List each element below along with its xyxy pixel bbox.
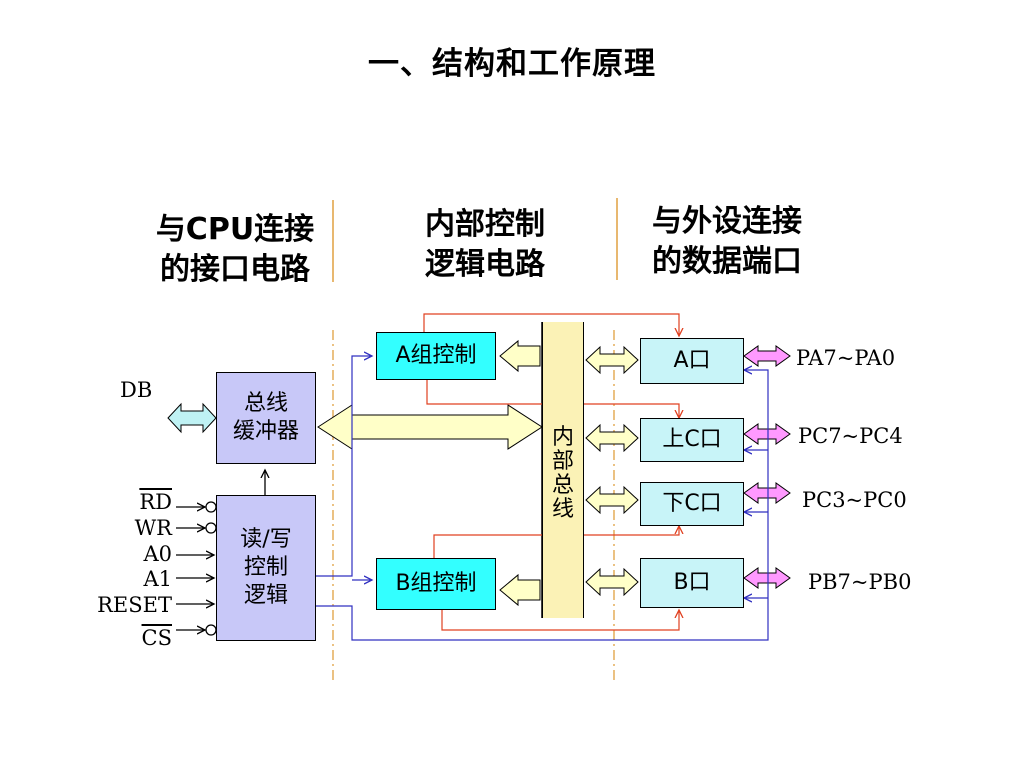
pc-upper-arrow <box>743 423 791 445</box>
section-internal-control: 内部控制 逻辑电路 <box>400 205 570 285</box>
bus-buffer-line2: 缓冲器 <box>232 419 299 444</box>
cs-label: CS <box>80 626 172 650</box>
rd-label: RD <box>80 490 172 514</box>
wr-bubble <box>205 522 217 534</box>
bus-port-b-arrow <box>585 567 639 597</box>
section-device-line1: 与外设连接 <box>652 204 802 239</box>
group-b-to-port-b-wire <box>441 610 679 631</box>
section-device-ports: 与外设连接 的数据端口 <box>632 202 822 282</box>
bus-to-group-a-arrow <box>499 339 541 373</box>
a0-label: A0 <box>143 542 172 566</box>
pb-label: PB7~PB0 <box>808 570 912 594</box>
pc-upper-label: PC7~PC4 <box>798 424 903 448</box>
pb-arrow <box>743 567 791 589</box>
section-control-line2: 逻辑电路 <box>425 247 545 282</box>
rw-logic-line2: 控制 <box>243 555 288 580</box>
section-device-line2: 的数据端口 <box>652 244 802 279</box>
port-c-upper-block: 上C口 <box>640 418 744 462</box>
internal-bus: 内 部 总 线 <box>542 322 584 618</box>
bus-port-a-arrow <box>585 345 639 375</box>
db-bus-arrow <box>167 402 217 434</box>
internal-bus-label: 内 部 总 线 <box>543 426 583 522</box>
pc-lower-label: PC3~PC0 <box>802 488 907 512</box>
section-cpu-line2: 的接口电路 <box>160 252 310 287</box>
db-label: DB <box>120 378 153 402</box>
bus-to-group-b-arrow <box>499 573 541 607</box>
internal-bus-char-4: 线 <box>551 497 574 522</box>
section-control-line1: 内部控制 <box>425 207 545 242</box>
internal-bus-char-2: 部 <box>551 449 574 474</box>
section-cpu-interface: 与CPU连接 的接口电路 <box>140 210 330 290</box>
group-a-control-block: A组控制 <box>376 332 496 380</box>
cs-bubble <box>205 624 217 636</box>
bus-port-c-upper-arrow <box>585 423 639 453</box>
rw-control-logic-block: 读/写 控制 逻辑 <box>216 495 316 641</box>
a1-label: A1 <box>143 567 172 591</box>
rw-to-port-a-wire <box>316 370 769 641</box>
bus-buffer-line1: 总线 <box>243 391 288 416</box>
bus-port-c-lower-arrow <box>585 485 639 515</box>
group-a-to-port-a-wire <box>423 313 679 336</box>
pa-arrow <box>743 345 791 367</box>
group-b-control-block: B组控制 <box>376 558 496 610</box>
section-cpu-line1: 与CPU连接 <box>155 212 315 247</box>
cs-label-text: CS <box>141 626 172 650</box>
rw-logic-line3: 逻辑 <box>243 583 288 608</box>
internal-bus-char-1: 内 <box>551 425 574 450</box>
rd-label-text: RD <box>139 490 172 514</box>
bus-buffer-block: 总线 缓冲器 <box>216 372 316 464</box>
wr-label: WR <box>134 516 172 540</box>
reset-label: RESET <box>97 593 172 617</box>
rw-logic-line1: 读/写 <box>240 527 292 552</box>
internal-bus-char-3: 总 <box>551 473 574 498</box>
pa-label: PA7~PA0 <box>796 346 896 370</box>
port-a-block: A口 <box>640 338 744 384</box>
pc-lower-arrow <box>743 482 791 504</box>
port-b-block: B口 <box>640 558 744 608</box>
rd-bubble <box>205 501 217 513</box>
page-title: 一、结构和工作原理 <box>368 46 656 82</box>
port-c-lower-block: 下C口 <box>640 482 744 526</box>
rw-to-group-a-wire <box>316 356 372 577</box>
